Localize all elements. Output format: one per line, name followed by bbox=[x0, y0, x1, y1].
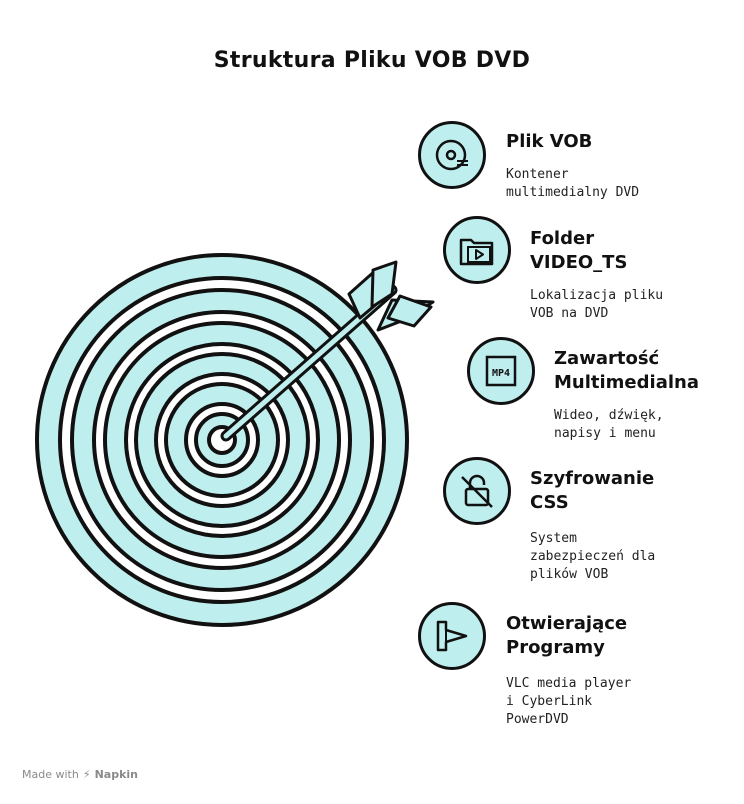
arrow-fletch-4 bbox=[386, 294, 433, 328]
target-rings bbox=[35, 253, 409, 627]
item-title-multimedia-content: Zawartość Multimedialna bbox=[554, 348, 699, 393]
video-folder-icon bbox=[459, 238, 494, 266]
footer-brand: Napkin bbox=[94, 768, 138, 781]
multimedia-content-icon-circle: MP4 bbox=[467, 337, 535, 405]
opening-programs-icon-circle bbox=[418, 602, 486, 670]
play-logo-icon bbox=[436, 620, 468, 652]
item-desc-opening-programs: VLC media player i CyberLink PowerDVD bbox=[506, 676, 632, 727]
napkin-logo-icon: ⚡ bbox=[82, 768, 91, 781]
mp4-file-icon: MP4 bbox=[485, 355, 517, 387]
css-encryption-icon-circle bbox=[443, 457, 511, 525]
item-desc-video-ts-folder: Lokalizacja pliku VOB na DVD bbox=[530, 288, 664, 321]
svg-text:MP4: MP4 bbox=[492, 368, 510, 379]
item-title-css-encryption: Szyfrowanie CSS bbox=[530, 468, 655, 513]
item-desc-css-encryption: System zabezpieczeń dla plików VOB bbox=[530, 531, 656, 582]
item-desc-vob-file: Kontener multimedialny DVD bbox=[506, 167, 640, 200]
arrow-fletch-2 bbox=[370, 260, 398, 309]
footer-credit: Made with ⚡ Napkin bbox=[22, 768, 138, 781]
unlocked-lock-icon bbox=[461, 474, 493, 508]
page-title: Struktura Pliku VOB DVD bbox=[213, 48, 531, 73]
disc-icon bbox=[435, 139, 468, 171]
footer-made-with: Made with bbox=[22, 768, 79, 781]
item-title-video-ts-folder: Folder VIDEO_TS bbox=[530, 228, 628, 273]
video-ts-folder-icon-circle bbox=[443, 216, 511, 284]
vob-file-icon-circle bbox=[418, 121, 486, 189]
item-desc-multimedia-content: Wideo, dźwięk, napisy i menu bbox=[554, 408, 664, 441]
item-title-vob-file: Plik VOB bbox=[506, 131, 593, 152]
item-title-opening-programs: Otwierające Programy bbox=[506, 613, 628, 658]
arrow bbox=[220, 260, 435, 442]
